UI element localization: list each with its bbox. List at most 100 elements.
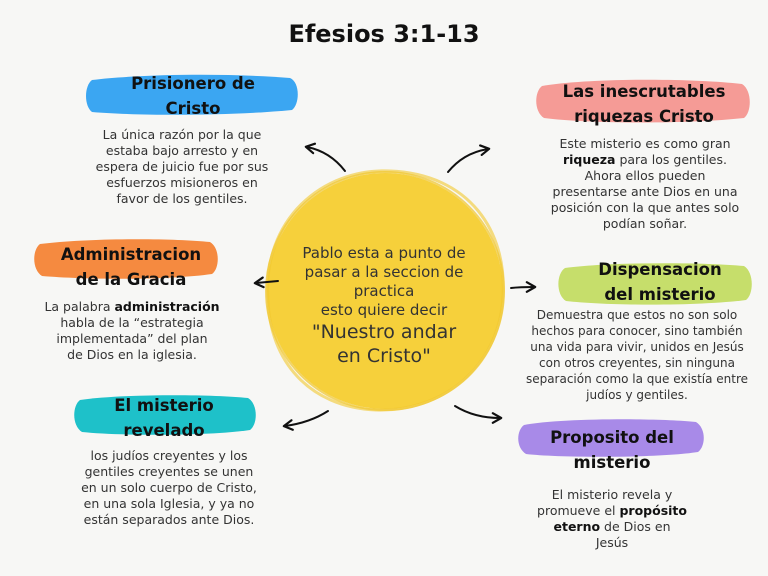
center-line-2: pasar a la seccion de: [304, 263, 464, 281]
desc-line: gentiles creyentes se unen: [58, 464, 280, 480]
desc-line: judíos y gentiles.: [508, 387, 766, 403]
desc-line: Ahora ellos pueden: [534, 168, 756, 184]
desc-text: podían soñar.: [602, 216, 688, 231]
desc-line: en una sola Iglesia, y ya no: [58, 496, 280, 512]
node-revelado-title-line1: El misterio: [114, 396, 214, 415]
desc-line: espera de juicio fue por sus: [72, 159, 292, 175]
desc-text: separación como la que existía entre: [525, 372, 749, 386]
desc-text: una vida para vivir, unidos en Jesús: [530, 340, 744, 354]
center-line-1: Pablo esta a punto de: [302, 244, 466, 262]
pill-revelado-bg: [74, 395, 256, 435]
desc-line: en un solo cuerpo de Cristo,: [58, 480, 280, 496]
desc-text: los judíos creyentes y los: [90, 448, 248, 463]
node-administracion-title-line2: de la Gracia: [75, 270, 187, 289]
desc-bold-text: riqueza: [562, 152, 616, 167]
node-dispensacion-title-line1: Dispensacion: [598, 260, 722, 279]
desc-text: en un solo cuerpo de Cristo,: [81, 480, 257, 495]
desc-line: esfuerzos misioneros en: [72, 175, 292, 191]
node-administracion-title-line1: Administracion: [60, 245, 202, 264]
desc-text: para los gentiles.: [615, 152, 727, 167]
desc-text: favor de los gentiles.: [116, 191, 248, 206]
desc-text: hechos para conocer, sino también: [531, 324, 743, 338]
desc-text: de Dios en: [600, 519, 671, 534]
desc-text: Este misterio es como gran: [559, 136, 731, 151]
desc-text: La única razón por la que: [102, 127, 262, 142]
desc-line: eterno de Dios en: [516, 519, 708, 535]
pill-prisionero-bg: [86, 74, 298, 115]
arrow-to-administracion: [253, 276, 279, 289]
desc-text: en una sola Iglesia, y ya no: [83, 496, 255, 511]
desc-text: gentiles creyentes se unen: [84, 464, 254, 479]
desc-line: La única razón por la que: [72, 127, 292, 143]
node-dispensacion-desc: Demuestra que estos no son solo hechos pa…: [508, 307, 766, 403]
node-riquezas-title-line2: riquezas Cristo: [574, 107, 714, 126]
desc-text: El misterio revela y: [551, 487, 673, 502]
desc-line: La palabra administración: [24, 299, 240, 315]
desc-bold-text: administración: [114, 299, 220, 314]
node-dispensacion-title-line2: del misterio: [604, 285, 716, 304]
desc-line: implementada” del plan: [24, 331, 240, 347]
desc-line: Este misterio es como gran: [534, 136, 756, 152]
desc-bold-text: eterno: [553, 519, 601, 534]
pill-proposito-bg: [518, 419, 704, 457]
center-line-4: esto quiere decir: [320, 301, 448, 319]
node-prisionero-title: Prisionero de Cristo: [88, 71, 298, 121]
arrow-to-riquezas: [447, 144, 491, 173]
desc-line: podían soñar.: [534, 216, 756, 232]
node-proposito-title-line2: misterio: [573, 453, 651, 472]
desc-line: con otros creyentes, sin ninguna: [508, 355, 766, 371]
desc-text: con otros creyentes, sin ninguna: [539, 356, 735, 370]
center-line-5: "Nuestro andar: [311, 321, 457, 343]
node-riquezas-title-line1: Las inescrutables: [562, 82, 726, 101]
desc-text: presentarse ante Dios en una: [552, 184, 738, 199]
node-revelado-title: El misterio revelado: [74, 393, 254, 443]
desc-line: separación como la que existía entre: [508, 371, 766, 387]
node-proposito-title-line1: Proposito del: [550, 428, 674, 447]
node-prisionero-title-line1: Prisionero de: [131, 74, 255, 93]
desc-line: promueve el propósito: [516, 503, 708, 519]
pill-dispensacion-bg: [558, 263, 752, 305]
pill-riquezas-bg: [536, 79, 750, 123]
desc-line: estaba bajo arresto y en: [72, 143, 292, 159]
center-line-6: en Cristo": [337, 345, 431, 367]
desc-text: Demuestra que estos no son solo: [536, 308, 738, 322]
desc-line: están separados ante Dios.: [58, 512, 280, 528]
pill-administracion-bg: [34, 239, 218, 279]
arrow-to-dispensacion: [510, 281, 537, 293]
node-proposito-title: Proposito del misterio: [520, 425, 704, 475]
diagram-title: Efesios 3:1-13: [288, 20, 480, 48]
arrow-to-revelado: [282, 410, 329, 431]
desc-text: espera de juicio fue por sus: [95, 159, 269, 174]
node-prisionero-title-line2: Cristo: [165, 99, 221, 118]
desc-text: esfuerzos misioneros en: [106, 175, 258, 190]
node-dispensacion-title: Dispensacion del misterio: [560, 257, 760, 307]
node-revelado-title-line2: revelado: [123, 421, 205, 440]
desc-bold-text: propósito: [619, 503, 687, 518]
desc-text: promueve el: [537, 503, 620, 518]
desc-line: presentarse ante Dios en una: [534, 184, 756, 200]
desc-text: La palabra: [44, 299, 115, 314]
center-circle: [265, 169, 505, 412]
desc-text: de Dios en la iglesia.: [67, 347, 197, 362]
desc-line: riqueza para los gentiles.: [534, 152, 756, 168]
desc-text: están separados ante Dios.: [83, 512, 255, 527]
center-line-3: practica: [353, 282, 415, 300]
desc-text: Jesús: [595, 535, 629, 550]
desc-text: Ahora ellos pueden: [584, 168, 706, 183]
desc-text: habla de la “estrategia: [60, 315, 204, 330]
desc-line: El misterio revela y: [516, 487, 708, 503]
arrow-to-prisionero: [304, 142, 346, 172]
arrow-to-proposito: [454, 405, 503, 424]
desc-text: estaba bajo arresto y en: [105, 143, 259, 158]
desc-line: hechos para conocer, sino también: [508, 323, 766, 339]
desc-line: favor de los gentiles.: [72, 191, 292, 207]
desc-text: implementada” del plan: [56, 331, 208, 346]
node-administracion-title: Administracion de la Gracia: [36, 242, 226, 292]
desc-line: los judíos creyentes y los: [58, 448, 280, 464]
